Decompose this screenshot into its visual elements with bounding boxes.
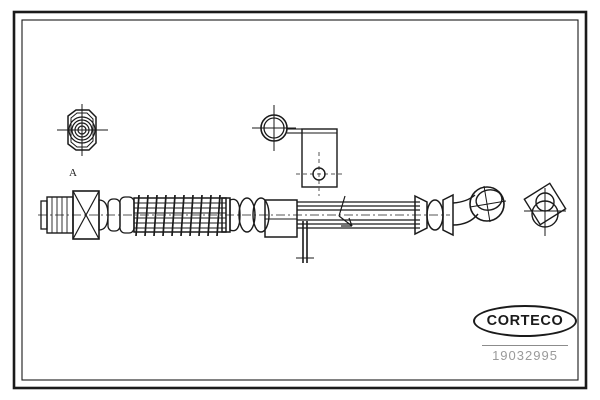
grommet-bracket-detail <box>252 105 344 196</box>
bracket-plate <box>301 128 338 188</box>
detail-label-a: A <box>69 167 77 179</box>
banjo-bolt-angled-detail <box>523 182 567 236</box>
bracket-hole-centerlines <box>296 152 344 196</box>
part-number: 19032995 <box>492 348 558 363</box>
banjo-eye-outer <box>469 186 505 222</box>
detail-a-hex-nut-view <box>57 104 108 156</box>
hex-nut-cross-mark <box>72 190 100 240</box>
corteco-logo-text: CORTECO <box>486 312 564 329</box>
spring-coil-hose-guard <box>133 194 231 237</box>
left-end-fitting <box>40 190 135 240</box>
ferrule-section-3 <box>442 193 454 237</box>
hex-nut-ring-2 <box>71 119 93 141</box>
hex-nut-ring-3 <box>74 122 90 138</box>
block-fitting <box>264 199 298 238</box>
hex-nut-inner-outline <box>70 112 94 148</box>
ferrule-section-1 <box>414 194 428 236</box>
mid-coupling-swellings <box>229 197 270 233</box>
crimp-ferrule <box>414 193 454 237</box>
bracket-stem-tab <box>296 221 314 263</box>
coil-armor-body <box>133 197 227 233</box>
hex-nut-ring-1 <box>68 116 96 144</box>
grommet-outer-ring <box>260 114 288 142</box>
swelling-3 <box>252 197 270 233</box>
striped-hose-run <box>297 201 420 229</box>
banjo-eye-bore <box>475 189 503 211</box>
corteco-branding: CORTECO 19032995 <box>470 305 580 367</box>
banjo-detail-body <box>531 200 559 228</box>
corteco-logo: CORTECO <box>473 305 577 337</box>
bracket-bolt-hole <box>312 167 326 181</box>
hex-nut-outline <box>67 109 97 151</box>
frame-outer-border <box>12 10 588 390</box>
banjo-detail-bore <box>535 192 555 212</box>
coil-armor-winding-lines <box>135 194 221 237</box>
hose-arrow-marker <box>338 195 353 227</box>
hex-nut-ring-4 <box>77 125 87 135</box>
brake-hose-assembly <box>38 182 567 263</box>
grommet-centerlines <box>252 105 296 151</box>
part-number-rule <box>482 345 568 346</box>
grommet-inner-ring <box>263 117 285 139</box>
drawing-frame <box>12 10 588 390</box>
swelling-1 <box>229 198 241 232</box>
banjo-centerlines <box>469 185 507 223</box>
fitting-thread-lines <box>51 197 68 233</box>
swelling-2 <box>238 197 256 233</box>
detail-a-centerlines <box>57 104 108 156</box>
banjo-neck <box>452 194 479 226</box>
frame-inner-border <box>21 19 579 381</box>
banjo-eye-fitting <box>469 185 507 223</box>
